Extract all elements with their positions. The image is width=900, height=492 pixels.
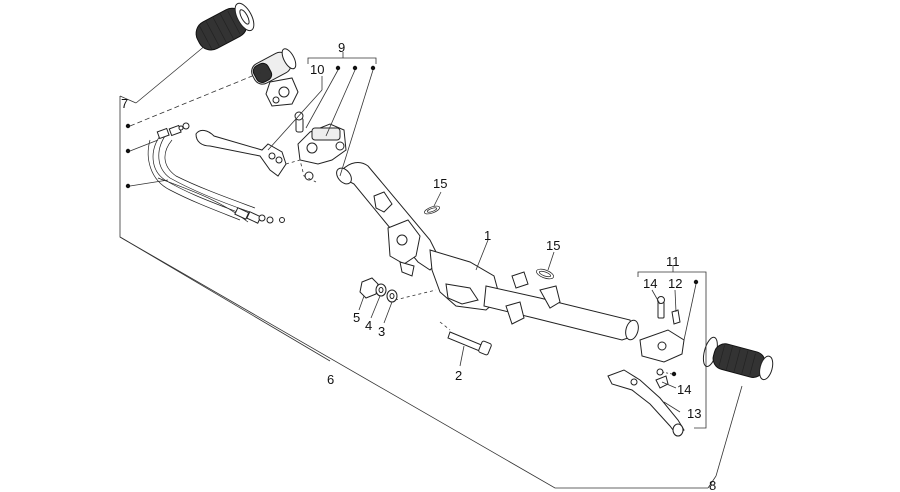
label-10: 10 xyxy=(310,62,324,77)
reference-dots xyxy=(125,65,699,377)
left-brake-lever-part xyxy=(195,129,287,177)
label-14-bottom: 14 xyxy=(677,382,691,397)
right-grip-part xyxy=(702,336,774,381)
label-12: 12 xyxy=(668,276,682,291)
leader-lines xyxy=(119,39,743,489)
label-5: 5 xyxy=(353,310,360,325)
label-15-left: 15 xyxy=(433,176,447,191)
throttle-cables-part xyxy=(147,122,285,224)
label-7: 7 xyxy=(121,96,128,111)
left-grip-part xyxy=(195,2,255,51)
throttle-tube-part xyxy=(251,48,299,107)
label-3: 3 xyxy=(378,324,385,339)
clip-left-part xyxy=(424,205,440,215)
bolt-part xyxy=(439,321,492,356)
label-15-right: 15 xyxy=(546,238,560,253)
label-6: 6 xyxy=(327,372,334,387)
label-8: 8 xyxy=(709,478,716,492)
label-11: 11 xyxy=(666,254,680,269)
label-13: 13 xyxy=(687,406,701,421)
label-14-top: 14 xyxy=(643,276,657,291)
label-1: 1 xyxy=(484,228,491,243)
label-9: 9 xyxy=(338,40,345,55)
group-6-outline xyxy=(119,96,708,489)
handlebar-frame-part xyxy=(336,162,639,341)
right-lever-bracket-part xyxy=(639,296,685,363)
clip-right-part xyxy=(536,268,554,280)
master-cylinder-part xyxy=(294,111,347,181)
label-4: 4 xyxy=(365,318,372,333)
nut-washer-set-part xyxy=(359,277,437,303)
right-brake-lever-part xyxy=(607,368,685,437)
callout-labels: 1 2 3 4 5 6 7 8 9 10 11 12 13 14 14 15 1… xyxy=(121,40,716,492)
label-2: 2 xyxy=(455,368,462,383)
